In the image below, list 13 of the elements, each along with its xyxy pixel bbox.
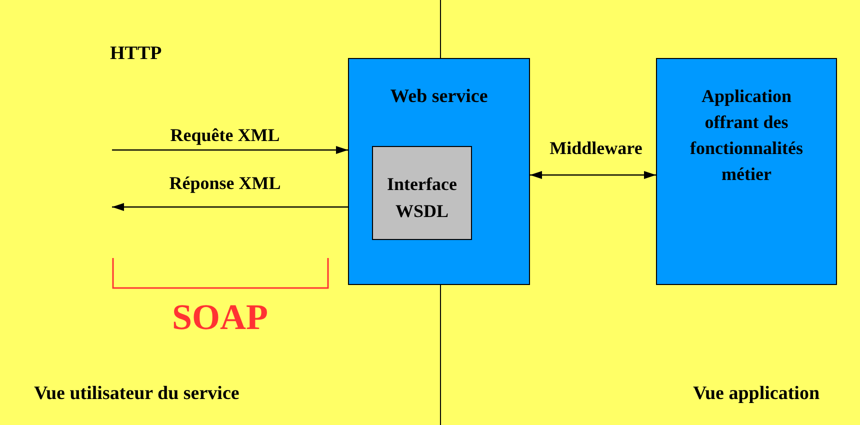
arrow [112,203,348,211]
box-label: Interface WSDL [386,173,458,223]
bracket-label: SOAP [170,296,269,339]
text-label: HTTP [110,42,162,66]
arrow [112,146,348,154]
process-box [656,58,837,285]
process-box [348,58,530,285]
box-label: Application offrant des fonctionnalités métier [688,85,804,186]
box-label: Web service [389,85,489,109]
text-label: Vue application [693,382,820,406]
text-label: Vue utilisateur du service [34,382,240,406]
arrow [530,171,656,179]
process-box [372,146,472,240]
